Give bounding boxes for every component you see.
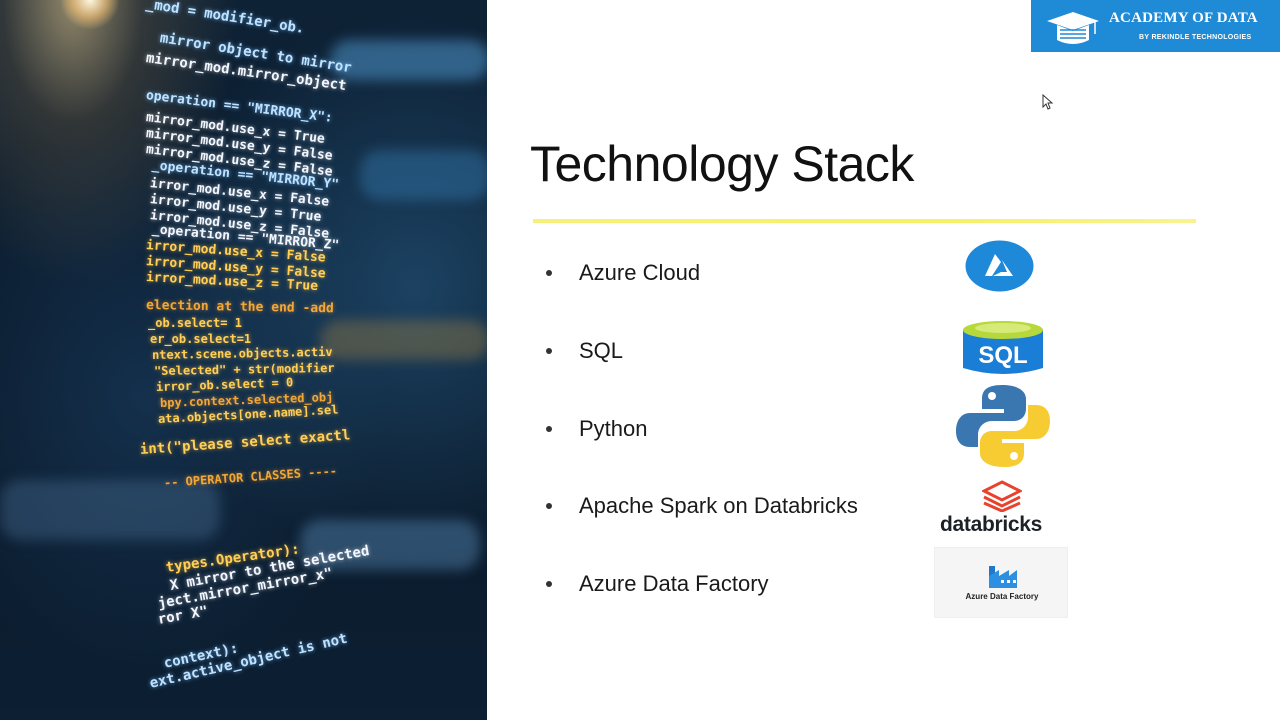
bullet-label: SQL — [579, 338, 624, 363]
bullet-label: Apache Spark on Databricks — [579, 493, 858, 518]
databricks-wordmark: databricks — [940, 513, 1043, 536]
python-logo-icon — [956, 385, 1050, 467]
code-line: er_ob.select=1 — [150, 332, 252, 346]
blur-streak — [300, 520, 480, 570]
azure-data-factory-icon: Azure Data Factory — [934, 547, 1068, 618]
bullet-item: Azure Data Factory — [546, 569, 769, 599]
bullet-dot — [546, 348, 552, 354]
blur-streak — [320, 320, 487, 360]
brand-subtitle: BY REKINDLE TECHNOLOGIES — [1139, 34, 1252, 41]
code-background-image: _mod = modifier_ob. mirror object to mir… — [0, 0, 487, 720]
databricks-logo-icon — [982, 480, 1022, 512]
bullet-item: Apache Spark on Databricks — [546, 491, 858, 521]
sql-logo-text: SQL — [978, 342, 1027, 369]
bullet-dot — [546, 581, 552, 587]
graduation-cap-icon — [1047, 12, 1099, 44]
slide-title: Technology Stack — [530, 136, 914, 192]
bullet-item: Azure Cloud — [546, 258, 700, 288]
bullet-dot — [546, 426, 552, 432]
code-line: election at the end -add — [145, 298, 334, 317]
code-line: int("please select exactl — [139, 427, 351, 458]
bullet-dot — [546, 503, 552, 509]
mouse-cursor-icon — [1042, 94, 1054, 110]
code-line: ntext.scene.objects.activ — [151, 344, 333, 362]
azure-logo-icon — [965, 240, 1034, 292]
code-line: _ob.select= 1 — [148, 316, 242, 330]
bullet-label: Azure Cloud — [579, 260, 701, 285]
blur-streak — [330, 40, 487, 80]
bullet-dot — [546, 270, 552, 276]
blur-streak — [360, 150, 487, 200]
brand-banner: ACADEMY OF DATA BY REKINDLE TECHNOLOGIES — [1031, 0, 1280, 52]
code-line: -- OPERATOR CLASSES ---- — [163, 463, 338, 490]
sql-database-icon: SQL — [963, 321, 1043, 374]
code-line: "Selected" + str(modifier — [153, 360, 335, 378]
blur-streak — [0, 480, 220, 540]
bullet-label: Azure Data Factory — [579, 571, 769, 596]
light-glow — [60, 0, 120, 30]
factory-icon — [989, 566, 1017, 588]
bullet-item: Python — [546, 414, 648, 444]
brand-title: ACADEMY OF DATA — [1109, 10, 1258, 26]
bullet-label: Python — [579, 416, 648, 441]
slide-content — [487, 0, 1280, 720]
bullet-item: SQL — [546, 336, 623, 366]
adf-logo-text: Azure Data Factory — [965, 592, 1039, 601]
title-underline — [533, 219, 1196, 223]
